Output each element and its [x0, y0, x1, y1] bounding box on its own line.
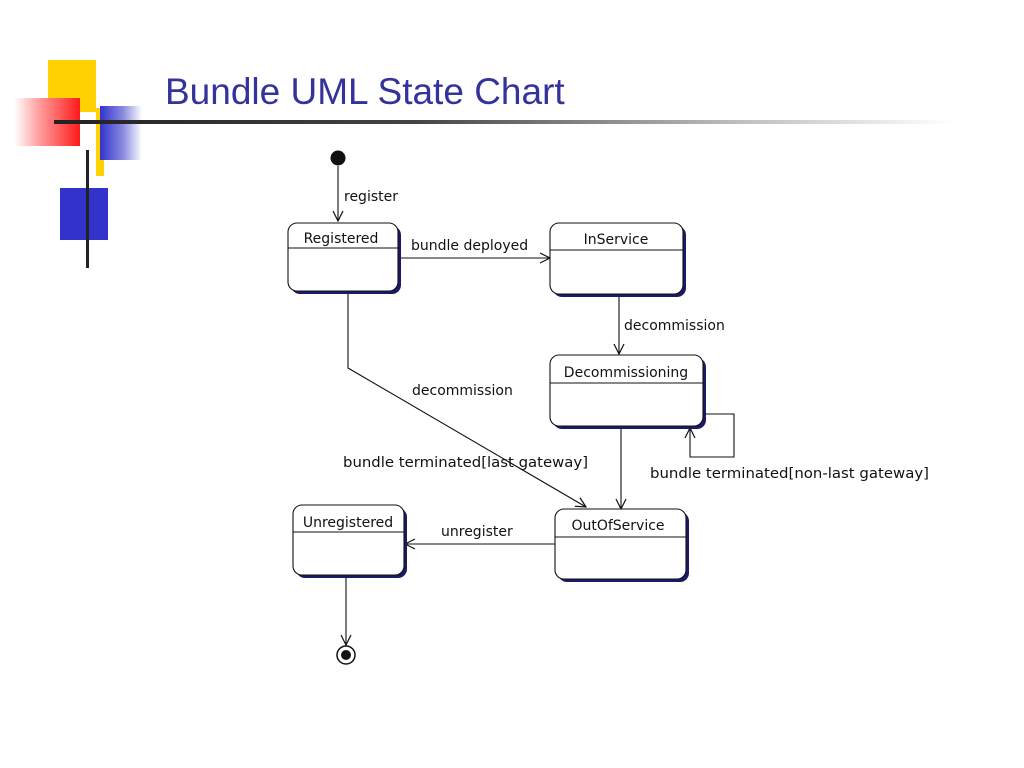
state-outofservice: OutOfService: [554, 508, 689, 582]
transition-self-loop: [690, 413, 735, 458]
state-registered-label: Registered: [304, 231, 379, 247]
decor-blue-square: [60, 188, 108, 240]
state-unregistered-label: Unregistered: [303, 515, 393, 531]
label-bundle-deployed: bundle deployed: [411, 238, 528, 254]
title-underline: [54, 120, 954, 124]
final-state-icon: [336, 645, 356, 665]
state-unregistered: Unregistered: [292, 504, 407, 578]
state-inservice-label: InService: [584, 232, 649, 248]
label-unregister: unregister: [441, 524, 513, 540]
page-title: Bundle UML State Chart: [165, 71, 565, 112]
state-outofservice-label: OutOfService: [571, 518, 664, 534]
label-register: register: [344, 189, 398, 205]
label-bundle-terminated-last: bundle terminated[last gateway]: [343, 455, 588, 471]
decor-blue-gradient-square: [100, 106, 142, 160]
initial-state-icon: [330, 150, 346, 166]
label-decommission-registered: decommission: [412, 383, 513, 399]
decor-vertical-line: [86, 150, 89, 268]
label-decommission-inservice: decommission: [624, 318, 725, 334]
state-decommissioning: Decommissioning: [549, 354, 706, 429]
state-inservice: InService: [549, 222, 686, 297]
label-bundle-terminated-nonlast: bundle terminated[non-last gateway]: [650, 466, 929, 482]
transition-decommission-registered: [347, 291, 586, 507]
state-decommissioning-label: Decommissioning: [564, 365, 688, 381]
state-registered: Registered: [287, 222, 401, 294]
